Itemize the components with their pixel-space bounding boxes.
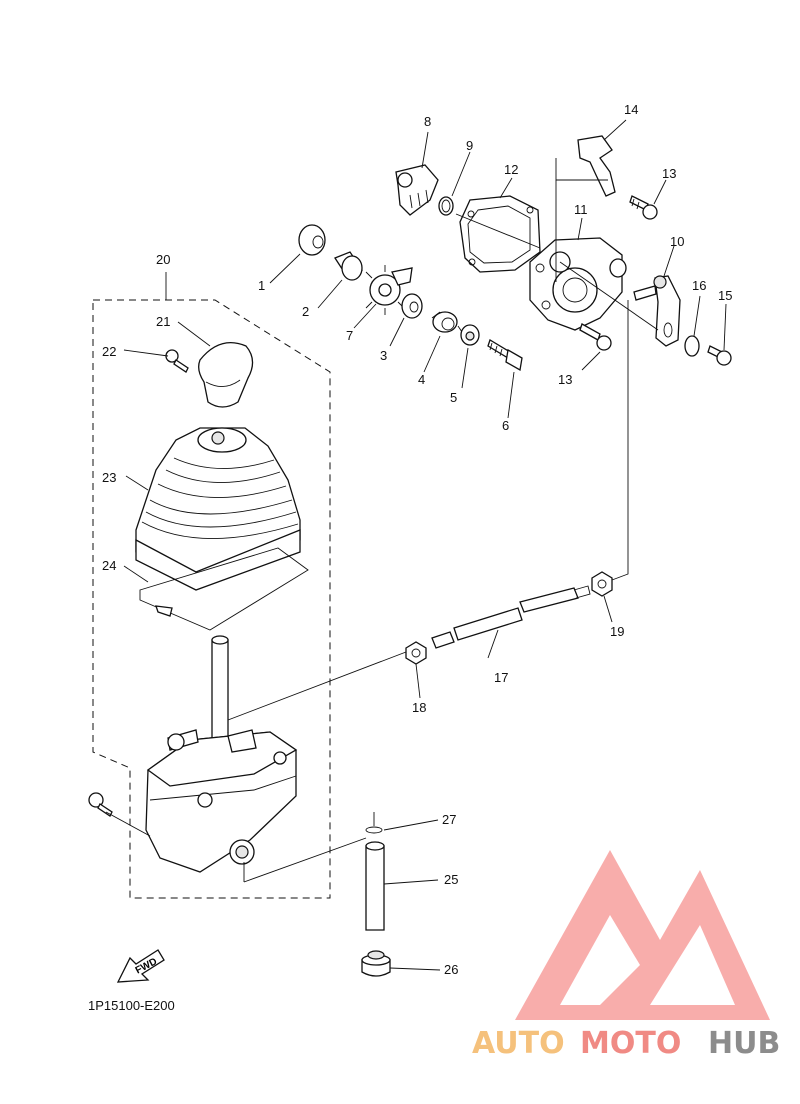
- part-17-rod: [431, 585, 591, 649]
- part-13-bolt-top: [629, 195, 658, 220]
- callout-8: 8: [424, 114, 431, 129]
- callout-24: 24: [102, 558, 116, 573]
- part-10-lever: [633, 275, 681, 347]
- watermark-logo: [515, 850, 770, 1020]
- part-7-gear: [365, 265, 413, 315]
- part-12-gasket: [459, 195, 541, 273]
- callout-5: 5: [450, 390, 457, 405]
- part-26-cap: [361, 950, 391, 977]
- callout-14: 14: [624, 102, 638, 117]
- part-5-washer: [460, 324, 480, 346]
- callout-23: 23: [102, 470, 116, 485]
- callout-25: 25: [444, 872, 458, 887]
- watermark-auto: AUTO: [472, 1026, 565, 1061]
- callout-22: 22: [102, 344, 116, 359]
- watermark-hub: HUB: [708, 1026, 780, 1061]
- watermark-text: AUTO MOTO HUB: [472, 1026, 780, 1061]
- callout-17: 17: [494, 670, 508, 685]
- fwd-label: FWD: [134, 956, 159, 976]
- part-18-nut: [405, 641, 427, 665]
- callout-13-bottom: 13: [558, 372, 572, 387]
- diagram-code: 1P15100-E200: [88, 998, 175, 1013]
- lower-housing: [145, 729, 298, 873]
- callout-27: 27: [442, 812, 456, 827]
- part-11-housing: [529, 237, 627, 331]
- callout-15: 15: [718, 288, 732, 303]
- callout-21: 21: [156, 314, 170, 329]
- part-27-clip: [365, 826, 383, 834]
- callout-3: 3: [380, 348, 387, 363]
- callout-4: 4: [418, 372, 425, 387]
- callout-1: 1: [258, 278, 265, 293]
- callout-6: 6: [502, 418, 509, 433]
- callout-9: 9: [466, 138, 473, 153]
- part-bolt-left: [88, 792, 113, 817]
- part-14-bracket: [577, 135, 616, 197]
- assembly-boundary: [92, 299, 331, 899]
- part-24-gasket: [139, 547, 309, 631]
- part-25-pin: [365, 841, 385, 931]
- callout-20: 20: [156, 252, 170, 267]
- part-23-boot: [135, 427, 301, 591]
- callout-labels: 1 2 3 4 5 6 7 8 9 10 11 12 13 13 14 15 1…: [102, 102, 732, 977]
- part-13-bolt-bottom: [579, 323, 612, 351]
- leader-lines: [105, 119, 727, 971]
- callout-13-top: 13: [662, 166, 676, 181]
- part-1-collar: [298, 224, 326, 256]
- part-16-washer: [684, 335, 700, 357]
- part-4-spring: [431, 311, 463, 333]
- callout-11: 11: [574, 202, 588, 217]
- part-22-screw: [165, 349, 189, 373]
- callout-7: 7: [346, 328, 353, 343]
- part-2-bush: [334, 251, 363, 281]
- callout-26: 26: [444, 962, 458, 977]
- control-shaft: [211, 635, 229, 741]
- part-9-oring: [438, 196, 454, 216]
- callout-16: 16: [692, 278, 706, 293]
- callout-10: 10: [670, 234, 684, 249]
- part-6-bolt: [487, 339, 523, 372]
- watermark-moto: MOTO: [580, 1026, 681, 1061]
- part-15-screw: [707, 345, 732, 366]
- part-21-knob: [198, 342, 254, 408]
- callout-19: 19: [610, 624, 624, 639]
- part-19-nut: [591, 571, 613, 597]
- callout-18: 18: [412, 700, 426, 715]
- part-3-washer: [401, 293, 423, 319]
- fwd-arrow-icon: FWD: [116, 949, 165, 983]
- callout-12: 12: [504, 162, 518, 177]
- part-8-shaft: [395, 164, 439, 216]
- callout-2: 2: [302, 304, 309, 319]
